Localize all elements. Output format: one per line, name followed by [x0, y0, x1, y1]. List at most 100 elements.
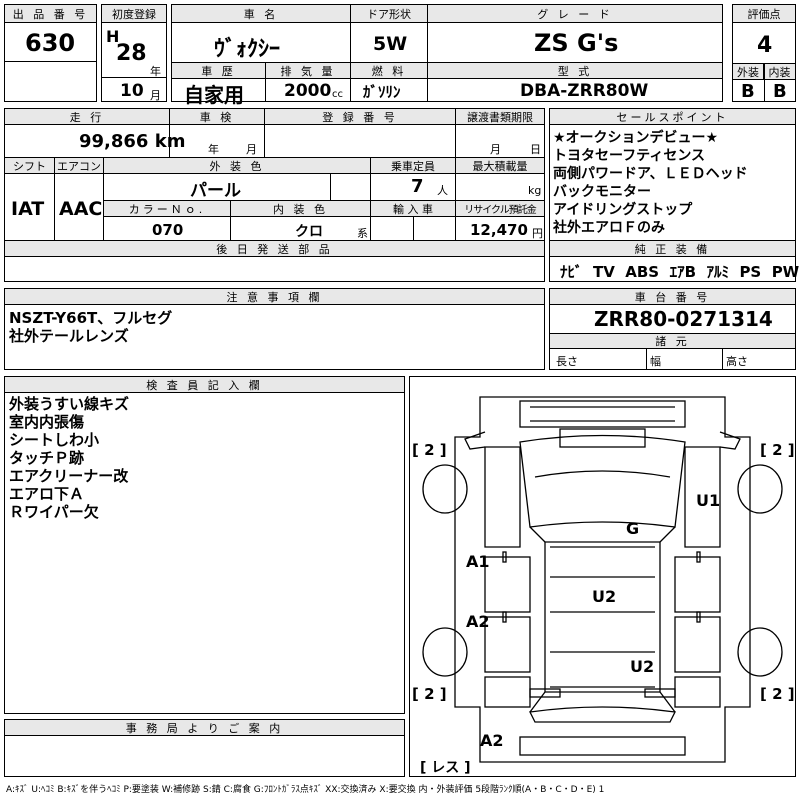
sales-item: バックモニター	[553, 184, 651, 200]
equip-item: PS	[739, 263, 762, 281]
grade-box: グ レ ー ド ZS G's	[427, 4, 723, 64]
sales-box: セールスポイント ★オークションデビュー★ トヨタセーフティセンス 両側パワード…	[549, 108, 796, 241]
color-label: 外 装 色	[104, 158, 370, 174]
equip-item: ﾅﾋﾞ	[560, 263, 583, 281]
chassis-label: 車 台 番 号	[550, 289, 795, 305]
chassis-number: ZRR80-0271314	[594, 307, 773, 331]
recycle: 12,470	[470, 221, 528, 239]
equip-item: PW	[771, 263, 800, 281]
equip-label: 純 正 装 備	[550, 241, 795, 257]
color-box: 外 装 色 パール	[103, 157, 371, 201]
disp-unit: cc	[332, 89, 343, 100]
notes-box: 注 意 事 項 欄 NSZT-Y66T、フルセグ 社外テールレンズ	[4, 288, 545, 370]
inspector-item: 室内内張傷	[9, 413, 85, 431]
interior-box: 内 装 色 クロ 系	[230, 200, 371, 241]
shaken-box: 車 検 年 月	[169, 108, 265, 158]
shaken-label: 車 検	[170, 109, 264, 125]
tire-rear-left: [ 2 ]	[412, 685, 447, 703]
first-reg-box: 初度登録 H 28 年 10 月	[101, 4, 167, 102]
score: 4	[757, 33, 773, 58]
capacity: 7	[411, 176, 424, 197]
inspector-label: 検 査 員 記 入 欄	[5, 377, 404, 393]
capacity-box: 乗車定員 7 人	[370, 157, 456, 201]
mark-a2-left: A2	[466, 612, 490, 631]
shaken-month-unit: 月	[246, 143, 257, 156]
shift-label: シフト	[5, 158, 54, 174]
lot-box: 出 品 番 号 630	[4, 4, 97, 102]
tire-front-right: [ 2 ]	[760, 441, 795, 459]
color: パール	[190, 181, 241, 201]
history-label: 車 歴	[172, 63, 265, 79]
office-box: 事 務 局 よ り ご 案 内	[4, 719, 405, 777]
plate-label: 登 録 番 号	[265, 109, 455, 125]
plate-box: 登 録 番 号	[264, 108, 456, 158]
equip-item: ｱﾙﾐ	[706, 263, 729, 281]
inspector-item: シートしわ小	[9, 431, 100, 449]
int-label: 内装	[764, 64, 795, 80]
tire-front-left: [ 2 ]	[412, 441, 447, 459]
mark-a1: A1	[466, 552, 490, 571]
height-label: 高さ	[726, 355, 748, 368]
mileage: 99,866 km	[79, 131, 186, 152]
inspector-item: 外装うすい線キズ	[9, 395, 130, 413]
ext-grade: B	[741, 81, 755, 102]
load-unit: kg	[528, 184, 542, 197]
ext-label: 外装	[733, 64, 764, 80]
legend: A:ｷｽﾞ U:ﾍｺﾐ B:ｷｽﾞを伴うﾍｺﾐ P:要塗装 W:補修跡 S:錆 …	[6, 785, 605, 795]
office-label: 事 務 局 よ り ご 案 内	[5, 720, 404, 736]
interior: クロ	[295, 224, 323, 240]
mark-u1: U1	[696, 491, 721, 510]
month-unit: 月	[150, 89, 161, 102]
car-name-label: 車 名	[172, 5, 350, 23]
equip-item: ABS	[625, 263, 660, 281]
model-label: 型 式	[428, 63, 722, 79]
import-box: 輸 入 車	[370, 200, 456, 241]
sales-list: ★オークションデビュー★ トヨタセーフティセンス 両側パワードア、ＬＥＤヘッド …	[553, 129, 748, 237]
score-box: 評価点 4 外装 内装 B B	[732, 4, 796, 102]
sales-item: 両側パワードア、ＬＥＤヘッド	[553, 166, 748, 182]
sales-item: アイドリングストップ	[553, 202, 693, 218]
sales-label: セールスポイント	[550, 109, 795, 125]
door-box: ドア形状 5W	[350, 4, 428, 64]
shift-box: シフト IAT	[4, 157, 55, 241]
car-diagram-box: [ 2 ] [ 2 ] [ 2 ] [ 2 ] [ レス ] U1 G A1 U…	[409, 376, 796, 777]
reg-year: 28	[116, 41, 147, 66]
mark-u2-rear: U2	[630, 657, 655, 676]
capacity-unit: 人	[437, 184, 448, 197]
sales-item: ★オークションデビュー★	[553, 130, 719, 146]
color-no: 070	[152, 221, 184, 239]
disp-box: 排 気 量 2000 cc	[265, 62, 351, 102]
ac-label: エアコン	[55, 158, 103, 174]
mileage-label: 走 行	[5, 109, 169, 125]
capacity-label: 乗車定員	[371, 158, 455, 174]
spare-tire: [ レス ]	[420, 760, 471, 776]
history: 自家用	[184, 83, 244, 107]
transfer-month-unit: 月	[490, 143, 501, 156]
load-box: 最大積載量 kg	[455, 157, 545, 201]
lot-number: 630	[25, 29, 76, 57]
recycle-unit: 円	[532, 227, 543, 240]
reg-month: 10	[120, 81, 144, 101]
door-type: 5W	[373, 33, 408, 55]
equip-box: 純 正 装 備 ﾅﾋﾞ TV ABS ｴｱB ｱﾙﾐ PS PW	[549, 240, 799, 282]
tire-rear-right: [ 2 ]	[760, 685, 795, 703]
year-unit: 年	[150, 65, 161, 78]
interior-label: 内 装 色	[231, 201, 370, 217]
recycle-label: リサイクル預託金	[456, 201, 544, 217]
ac: AAC	[59, 198, 103, 220]
recycle-box: リサイクル預託金 12,470 円	[455, 200, 545, 241]
transfer-label: 譲渡書類期限	[456, 109, 544, 125]
import-label: 輸 入 車	[371, 201, 455, 217]
ac-box: エアコン AAC	[54, 157, 104, 241]
chassis-box: 車 台 番 号 ZRR80-0271314 諸 元 長さ 幅 高さ	[549, 288, 796, 370]
grade: ZS G's	[534, 29, 619, 57]
era: H	[106, 27, 120, 46]
mark-g: G	[626, 519, 640, 538]
displacement: 2000	[284, 81, 332, 101]
notes-list: NSZT-Y66T、フルセグ 社外テールレンズ	[9, 309, 172, 345]
inspector-item: Ｒワイパー欠	[9, 503, 99, 521]
mark-a2-rear: A2	[480, 731, 504, 750]
color-no-label: カラーＮｏ.	[104, 201, 230, 217]
equip-item: TV	[592, 263, 615, 281]
inspector-box: 検 査 員 記 入 欄 外装うすい線キズ 室内内張傷 シートしわ小 タッチＰ跡 …	[4, 376, 405, 714]
